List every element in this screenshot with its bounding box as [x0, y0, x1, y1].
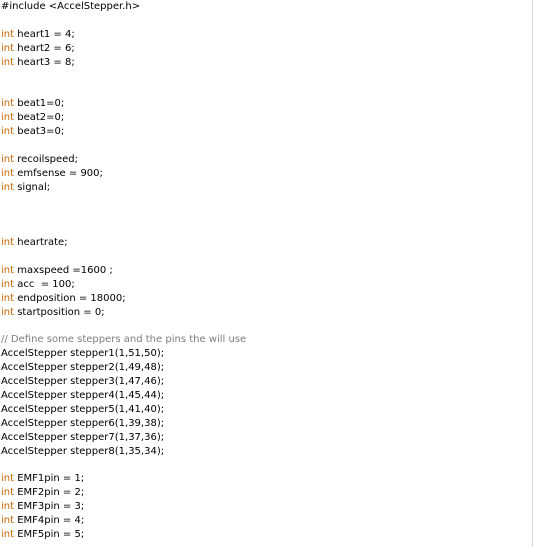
code-line[interactable] — [1, 250, 246, 264]
code-text: acc = 100; — [14, 278, 75, 290]
code-line[interactable]: AccelStepper stepper3(1,47,46); — [1, 375, 246, 389]
code-line[interactable]: int heart1 = 4; — [1, 28, 246, 42]
code-text: #include <AccelStepper.h> — [1, 1, 141, 12]
keyword: int — [1, 112, 15, 124]
code-text: AccelStepper stepper2(1,49,48); — [1, 362, 165, 374]
code-text: heart2 = 6; — [14, 42, 75, 54]
code-text: AccelStepper stepper3(1,47,46); — [1, 376, 165, 388]
code-text: AccelStepper stepper4(1,45,44); — [1, 389, 165, 401]
code-line[interactable] — [1, 139, 246, 153]
code-line[interactable]: #include <AccelStepper.h> — [1, 0, 246, 14]
code-line[interactable]: int acc = 100; — [1, 278, 246, 292]
keyword: int — [1, 473, 15, 485]
code-line[interactable]: AccelStepper stepper7(1,37,36); — [1, 431, 246, 445]
code-text: beat3=0; — [14, 126, 65, 138]
code-line[interactable]: int heartrate; — [1, 236, 246, 250]
keyword: int — [1, 528, 15, 540]
keyword: int — [1, 181, 15, 193]
code-text: EMF1pin = 1; — [14, 473, 85, 485]
code-line[interactable]: AccelStepper stepper4(1,45,44); — [1, 389, 246, 403]
code-text: maxspeed =1600 ; — [14, 264, 113, 276]
code-line[interactable]: int beat3=0; — [1, 125, 246, 139]
code-line[interactable] — [1, 69, 246, 83]
keyword: int — [1, 306, 15, 318]
code-line[interactable]: int EMF4pin = 4; — [1, 514, 246, 528]
code-text: beat2=0; — [14, 112, 65, 124]
code-line[interactable] — [1, 208, 246, 222]
keyword: int — [1, 501, 15, 513]
code-line[interactable] — [1, 83, 246, 97]
keyword: int — [1, 264, 15, 276]
code-line[interactable]: // Define some steppers and the pins the… — [1, 333, 246, 347]
code-line[interactable]: int endposition = 18000; — [1, 292, 246, 306]
code-text: AccelStepper stepper6(1,39,38); — [1, 417, 165, 429]
code-line[interactable] — [1, 14, 246, 28]
code-line[interactable]: int heart2 = 6; — [1, 42, 246, 56]
code-line[interactable] — [1, 458, 246, 472]
code-text: AccelStepper stepper8(1,35,34); — [1, 445, 165, 457]
code-text: heartrate; — [14, 237, 68, 249]
keyword: int — [1, 487, 15, 499]
code-line[interactable] — [1, 222, 246, 236]
code-line[interactable]: AccelStepper stepper6(1,39,38); — [1, 417, 246, 431]
keyword: int — [1, 237, 15, 249]
code-line[interactable]: int recoilspeed; — [1, 153, 246, 167]
scrollbar[interactable] — [532, 0, 536, 547]
code-text: recoilspeed; — [14, 153, 79, 165]
keyword: int — [1, 153, 15, 165]
code-text: EMF4pin = 4; — [14, 514, 85, 526]
code-text: EMF2pin = 2; — [14, 487, 85, 499]
keyword: int — [1, 292, 15, 304]
keyword: int — [1, 56, 15, 68]
keyword: int — [1, 28, 15, 40]
code-line[interactable]: int beat1=0; — [1, 97, 246, 111]
code-line[interactable]: int EMF2pin = 2; — [1, 486, 246, 500]
code-line[interactable] — [1, 319, 246, 333]
code-text: AccelStepper stepper7(1,37,36); — [1, 431, 165, 443]
keyword: int — [1, 98, 15, 110]
code-line[interactable]: AccelStepper stepper1(1,51,50); — [1, 347, 246, 361]
code-text: EMF5pin = 5; — [14, 528, 85, 540]
code-area[interactable]: #include <AccelStepper.h> int heart1 = 4;… — [1, 0, 246, 542]
code-comment: // Define some steppers and the pins the… — [1, 334, 247, 346]
keyword: int — [1, 42, 15, 54]
code-text: AccelStepper stepper1(1,51,50); — [1, 348, 165, 360]
code-text: startposition = 0; — [14, 306, 105, 318]
code-text: heart1 = 4; — [14, 28, 75, 40]
code-line[interactable]: int EMF3pin = 3; — [1, 500, 246, 514]
code-line[interactable] — [1, 194, 246, 208]
code-line[interactable]: int EMF1pin = 1; — [1, 472, 246, 486]
code-line[interactable]: int heart3 = 8; — [1, 56, 246, 70]
code-line[interactable]: AccelStepper stepper5(1,41,40); — [1, 403, 246, 417]
code-text: EMF3pin = 3; — [14, 501, 85, 513]
code-text: AccelStepper stepper5(1,41,40); — [1, 403, 165, 415]
code-line[interactable]: int signal; — [1, 181, 246, 195]
keyword: int — [1, 514, 15, 526]
code-line[interactable]: int emfsense = 900; — [1, 167, 246, 181]
code-line[interactable]: int startposition = 0; — [1, 306, 246, 320]
code-text: endposition = 18000; — [14, 292, 126, 304]
code-line[interactable]: AccelStepper stepper8(1,35,34); — [1, 445, 246, 459]
code-line[interactable]: int EMF5pin = 5; — [1, 528, 246, 542]
code-text: signal; — [14, 181, 51, 193]
code-text: beat1=0; — [14, 98, 65, 110]
code-line[interactable]: int beat2=0; — [1, 111, 246, 125]
code-text: emfsense = 900; — [14, 167, 103, 179]
code-line[interactable]: AccelStepper stepper2(1,49,48); — [1, 361, 246, 375]
code-text: heart3 = 8; — [14, 56, 75, 68]
code-line[interactable]: int maxspeed =1600 ; — [1, 264, 246, 278]
keyword: int — [1, 278, 15, 290]
keyword: int — [1, 167, 15, 179]
keyword: int — [1, 126, 15, 138]
